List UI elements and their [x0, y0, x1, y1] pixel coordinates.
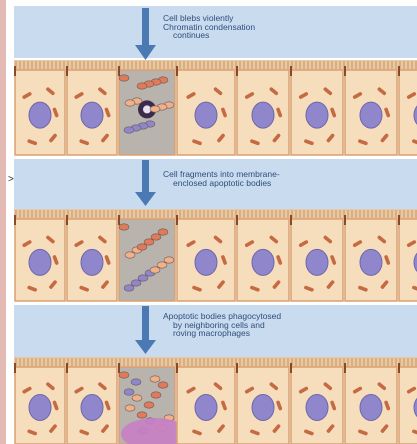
apoptotic-body: [124, 127, 134, 133]
apoptotic-body: [119, 372, 129, 378]
apoptotic-body: [125, 100, 135, 106]
apoptotic-body: [124, 285, 134, 291]
apoptotic-body: [157, 262, 167, 268]
apoptotic-body: [137, 83, 147, 89]
nucleus: [252, 249, 274, 275]
apoptotic-body: [151, 392, 161, 398]
apoptotic-body: [144, 402, 154, 408]
apoptotic-body: [150, 376, 160, 382]
step2-line-2: enclosed apoptotic bodies: [163, 179, 280, 188]
apoptotic-body: [158, 229, 168, 235]
nucleus: [81, 102, 103, 128]
nucleus: [360, 102, 382, 128]
nucleus: [306, 394, 328, 420]
cell-row-3: [14, 357, 417, 444]
apoptotic-body: [131, 280, 141, 286]
cell-row-1: [14, 60, 417, 155]
step1-label: Cell blebs violently Chromatin condensat…: [163, 14, 255, 40]
apoptotic-body: [150, 106, 160, 112]
apoptotic-body: [137, 244, 147, 250]
step2-label: Cell fragments into membrane- enclosed a…: [163, 170, 280, 187]
left-border-strip: [0, 0, 6, 444]
cell-row-2: [14, 209, 417, 301]
apoptotic-body: [164, 257, 174, 263]
nucleus: [195, 102, 217, 128]
nucleus: [29, 249, 51, 275]
nucleus: [306, 102, 328, 128]
nucleus: [360, 394, 382, 420]
side-mark: >: [8, 176, 14, 185]
apoptotic-body: [150, 267, 160, 273]
apoptotic-body: [132, 395, 142, 401]
nucleus: [306, 249, 328, 275]
nucleus: [81, 249, 103, 275]
apoptotic-body: [125, 252, 135, 258]
nucleus: [252, 102, 274, 128]
nucleus: [29, 394, 51, 420]
step1-line-3: continues: [163, 31, 255, 40]
apoptotic-body: [158, 382, 168, 388]
step3-label: Apoptotic bodies phagocytosed by neighbo…: [163, 312, 281, 338]
nucleus: [81, 394, 103, 420]
apoptotic-body: [125, 405, 135, 411]
nucleus: [195, 249, 217, 275]
apoptotic-body: [124, 389, 134, 395]
nucleus: [195, 394, 217, 420]
apoptotic-body: [131, 379, 141, 385]
nucleus: [360, 249, 382, 275]
apoptotic-body: [144, 239, 154, 245]
nucleus: [29, 102, 51, 128]
apoptotic-body: [151, 234, 161, 240]
apoptotic-body: [119, 224, 129, 230]
step3-line-3: roving macrophages: [163, 329, 281, 338]
apoptotic-body: [138, 275, 148, 281]
apoptotic-body: [119, 75, 129, 81]
apoptotic-body: [137, 412, 147, 418]
nucleus: [252, 394, 274, 420]
